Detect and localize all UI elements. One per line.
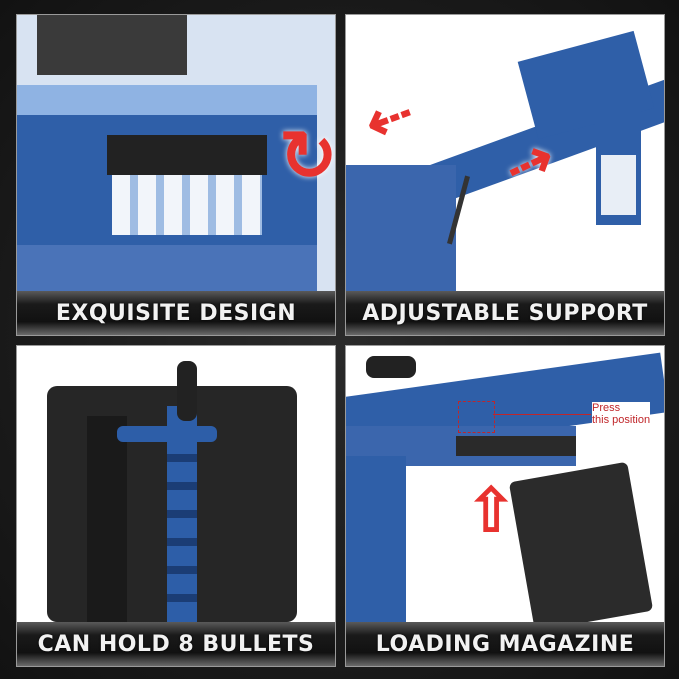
panel-adjustable-support: ⇠ ⇢ ADJUSTABLE SUPPORT — [345, 14, 665, 336]
product-photo-loading: ⇧ Press this position — [346, 346, 664, 622]
caption-text: CAN HOLD 8 BULLETS — [37, 631, 315, 657]
caption-bar: LOADING MAGAZINE — [346, 622, 664, 666]
caption-bar: CAN HOLD 8 BULLETS — [17, 622, 335, 666]
annotation-line-2: this position — [592, 414, 651, 426]
left-arrow-icon: ⇠ — [356, 79, 423, 156]
caption-bar: EXQUISITE DESIGN — [17, 291, 335, 335]
caption-text: EXQUISITE DESIGN — [55, 300, 297, 326]
caption-text: LOADING MAGAZINE — [375, 631, 635, 657]
product-photo-detail: ↻ — [17, 15, 335, 291]
rotate-arrow-icon: ↻ — [279, 117, 335, 195]
product-photo-support: ⇠ ⇢ — [346, 15, 664, 291]
panel-loading-magazine: ⇧ Press this position LOADING MAGAZINE — [345, 345, 665, 667]
caption-bar: ADJUSTABLE SUPPORT — [346, 291, 664, 335]
press-annotation: Press this position — [592, 402, 651, 426]
panel-can-hold-8-bullets: CAN HOLD 8 BULLETS — [16, 345, 336, 667]
up-arrow-icon: ⇧ — [466, 477, 517, 544]
annotation-line-1: Press — [592, 402, 621, 414]
panel-exquisite-design: ↻ EXQUISITE DESIGN — [16, 14, 336, 336]
product-photo-magazine — [17, 346, 335, 622]
caption-text: ADJUSTABLE SUPPORT — [362, 300, 648, 326]
